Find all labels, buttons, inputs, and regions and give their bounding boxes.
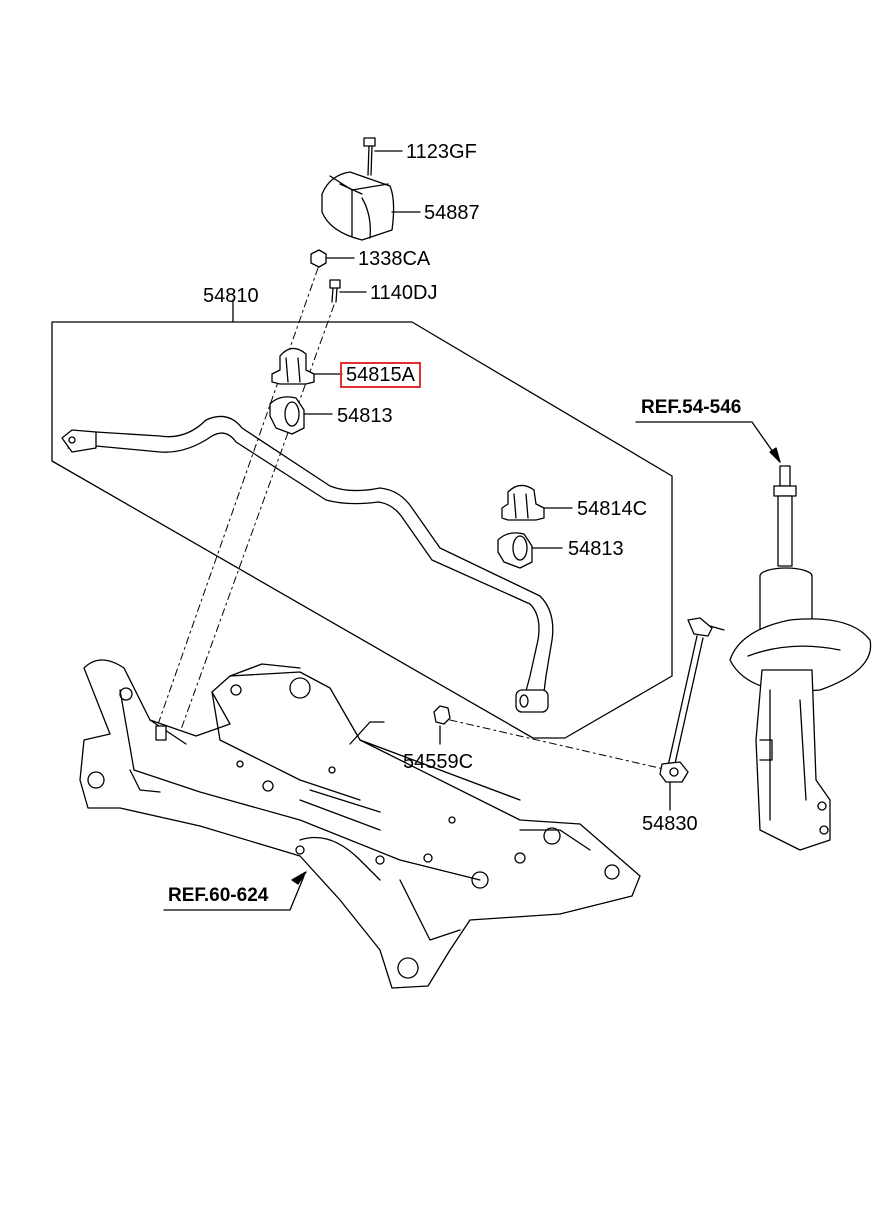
- label-ref-subframe[interactable]: REF.60-624: [168, 885, 269, 906]
- label-54810[interactable]: 54810: [203, 285, 259, 307]
- ref-leaders: [163, 421, 781, 911]
- nut-1338CA: [310, 249, 355, 268]
- label-54830[interactable]: 54830: [642, 813, 698, 835]
- strut-assembly: [729, 465, 872, 851]
- label-54813-b[interactable]: 54813: [568, 538, 624, 560]
- stabilizer-bar-54810: [61, 415, 554, 713]
- label-1123GF[interactable]: 1123GF: [406, 141, 477, 163]
- bolt-1123GF: [363, 137, 403, 176]
- label-1338CA[interactable]: 1338CA: [358, 248, 431, 270]
- label-54814C[interactable]: 54814C: [577, 498, 648, 520]
- nut-54559C: [433, 705, 451, 745]
- subframe-crossmember: [79, 659, 641, 989]
- stabilizer-link-54830: [659, 617, 725, 811]
- bushing-54813-a: [269, 396, 333, 435]
- label-ref-strut[interactable]: REF.54-546: [641, 397, 742, 418]
- label-54815A-highlighted[interactable]: 54815A: [340, 362, 421, 388]
- label-54887[interactable]: 54887: [424, 202, 480, 224]
- clamp-54815A: [271, 347, 343, 385]
- label-54559C[interactable]: 54559C: [403, 751, 474, 773]
- assembly-bracket-outline: [51, 321, 673, 739]
- clamp-54814C: [501, 484, 573, 521]
- cover-54887: [321, 171, 421, 241]
- label-54813-a[interactable]: 54813: [337, 405, 393, 427]
- bushing-54813-b: [497, 532, 563, 569]
- label-1140DJ[interactable]: 1140DJ: [370, 282, 438, 304]
- bolt-1140DJ: [329, 279, 367, 303]
